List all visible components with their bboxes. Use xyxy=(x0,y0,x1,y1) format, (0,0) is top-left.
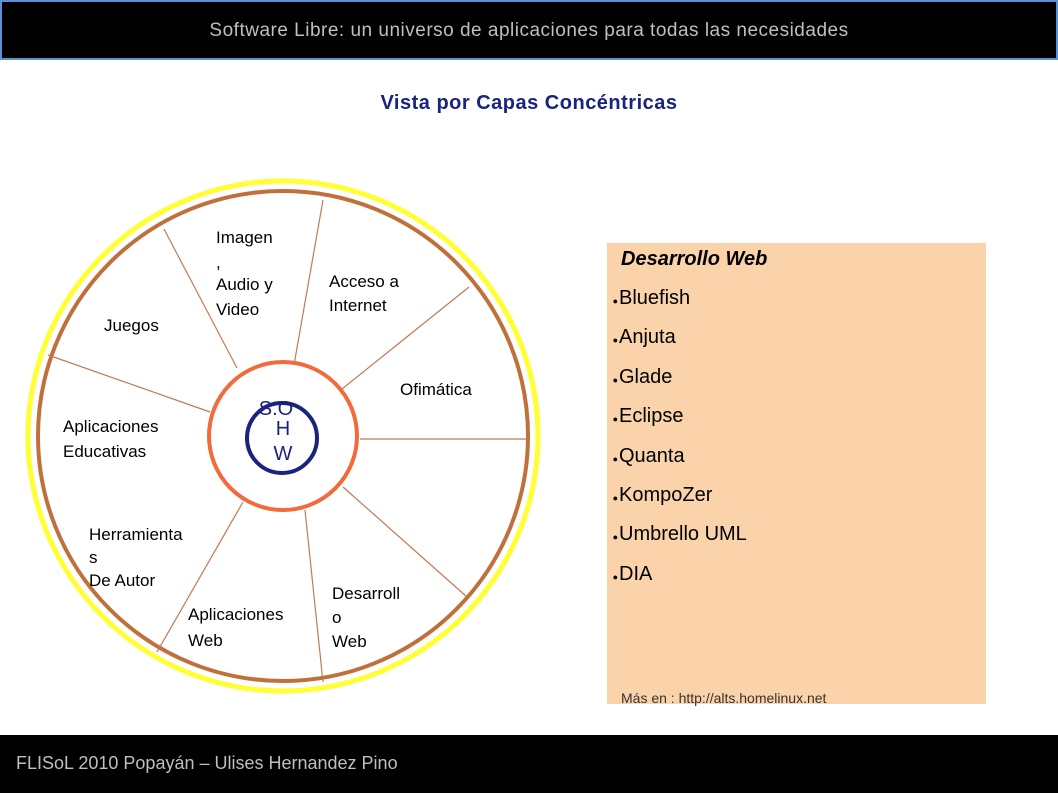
sector-herramientas-de-autor: Herramienta s De Autor xyxy=(89,525,183,590)
sector-juegos: Juegos xyxy=(104,316,159,335)
sector-label-line: Juegos xyxy=(104,316,159,335)
list-item-label: Glade xyxy=(619,365,673,388)
sector-dividers xyxy=(47,199,527,683)
sector-aplicaciones-web: Aplicaciones Web xyxy=(188,605,283,650)
list-item-label: Quanta xyxy=(619,444,685,467)
divider-line xyxy=(342,486,468,598)
list-item-label: KompoZer xyxy=(619,483,713,506)
divider-line xyxy=(293,199,324,366)
bullet-icon: ● xyxy=(612,335,618,346)
panel-footnote: Más en : http://alts.homelinux.net xyxy=(621,690,827,706)
list-item-label: Umbrello UML xyxy=(619,523,747,546)
sector-imagen-audio-video: Imagen , Audio y Video xyxy=(216,228,273,319)
footer-bar: FLISoL 2010 Popayán – Ulises Hernandez P… xyxy=(0,735,1058,793)
sector-label-line: Audio y xyxy=(216,275,273,294)
sector-label-line: Internet xyxy=(329,296,387,315)
sector-ofimatica: Ofimática xyxy=(400,380,472,399)
sector-label-line: , xyxy=(216,253,221,272)
tools-list: ●Bluefish ●Anjuta ●Glade ●Eclipse ●Quant… xyxy=(607,287,747,602)
list-item: ●Quanta xyxy=(607,445,747,484)
sector-aplicaciones-educativas: Aplicaciones Educativas xyxy=(63,417,158,461)
divider-line xyxy=(304,509,324,683)
bullet-icon: ● xyxy=(612,374,618,385)
sector-label-line: o xyxy=(332,608,341,627)
core-label-h: H xyxy=(276,418,290,440)
slide-header-title: Software Libre: un universo de aplicacio… xyxy=(209,20,849,41)
sector-acceso-internet: Acceso a Internet xyxy=(329,272,399,315)
sector-label-line: Aplicaciones xyxy=(63,417,158,436)
sector-label-line: De Autor xyxy=(89,571,155,590)
list-item: ●Bluefish xyxy=(607,287,747,326)
bullet-icon: ● xyxy=(612,492,618,503)
core-label-w: W xyxy=(274,443,293,465)
header-bar: Software Libre: un universo de aplicacio… xyxy=(0,0,1058,60)
divider-line xyxy=(156,501,244,653)
panel-title: Desarrollo Web xyxy=(621,248,768,270)
desarrollo-web-panel: Desarrollo Web ●Bluefish ●Anjuta ●Glade … xyxy=(607,243,986,706)
sector-label-line: Imagen xyxy=(216,228,273,247)
footer-text: FLISoL 2010 Popayán – Ulises Hernandez P… xyxy=(16,753,398,773)
list-item: ●Anjuta xyxy=(607,326,747,365)
list-item-label: Bluefish xyxy=(619,287,691,309)
bullet-icon: ● xyxy=(612,453,618,464)
sector-label-line: Ofimática xyxy=(400,380,472,399)
bullet-icon: ● xyxy=(612,571,618,582)
operating-system-ring xyxy=(207,360,359,512)
divider-line xyxy=(341,286,470,390)
list-item: ●Glade xyxy=(607,366,747,405)
sector-label-line: Herramienta xyxy=(89,525,183,544)
core-label-so: S.O xyxy=(259,398,293,420)
sector-label-line: Web xyxy=(332,632,367,651)
list-item: ●DIA xyxy=(607,563,747,602)
sector-label-line: Web xyxy=(188,631,223,650)
sector-label-line: Aplicaciones xyxy=(188,605,283,624)
sector-label-line: s xyxy=(89,548,98,567)
list-item: ●Eclipse xyxy=(607,405,747,444)
bullet-icon: ● xyxy=(612,532,618,543)
sector-label-line: Educativas xyxy=(63,442,146,461)
applications-ring xyxy=(36,189,530,683)
hardware-ring xyxy=(245,401,319,475)
list-item-label: DIA xyxy=(619,562,653,585)
list-item-label: Anjuta xyxy=(619,326,676,349)
list-item: ●KompoZer xyxy=(607,484,747,523)
sector-label-line: Desarroll xyxy=(332,584,400,603)
sector-desarrollo-web: Desarroll o Web xyxy=(332,584,400,651)
sector-label-line: Acceso a xyxy=(329,272,399,291)
sector-label-line: Video xyxy=(216,300,259,319)
list-item: ●Umbrello UML xyxy=(607,523,747,562)
divider-line xyxy=(47,354,211,413)
slide-subtitle: Vista por Capas Concéntricas xyxy=(380,92,678,114)
bullet-icon: ● xyxy=(612,296,618,306)
outer-ring-yellow xyxy=(25,178,541,694)
divider-line xyxy=(163,228,238,369)
bullet-icon: ● xyxy=(612,414,618,425)
list-item-label: Eclipse xyxy=(619,405,684,428)
